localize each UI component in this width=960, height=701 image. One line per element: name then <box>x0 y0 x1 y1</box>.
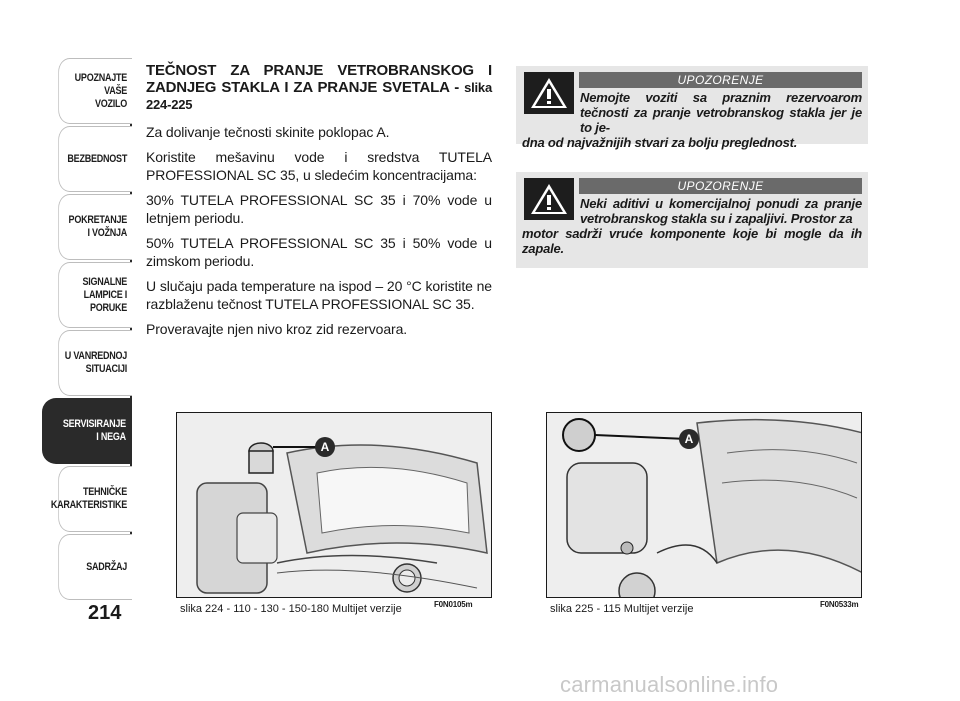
sidebar-item-bezbednost[interactable]: BEZBEDNOST <box>58 126 132 192</box>
warning-header: UPOZORENJE <box>579 178 862 194</box>
sidebar-item-signalne[interactable]: SIGNALNE LAMPICE I PORUKE <box>58 262 132 328</box>
warning-text: Nemojte voziti sa praznim rezervoarom te… <box>522 90 862 150</box>
sidebar-item-upoznajte[interactable]: UPOZNAJTE VAŠE VOZILO <box>58 58 132 124</box>
sidebar-item-servisiranje[interactable]: SERVISIRANJE I NEGA <box>42 398 132 464</box>
paragraph: 30% TUTELA PROFESSIONAL SC 35 i 70% vode… <box>146 192 492 226</box>
paragraph: Proveravajte njen nivo kroz zid rezervoa… <box>146 321 408 337</box>
callout-label: A <box>315 437 335 457</box>
warning-triangle-icon <box>524 72 574 114</box>
sidebar-rail <box>130 58 132 598</box>
figure-caption: slika 225 - 115 Multijet verzije <box>550 603 694 615</box>
warning-box: UPOZORENJE Nemojte voziti sa praznim rez… <box>516 66 868 150</box>
warning-header: UPOZORENJE <box>579 72 862 88</box>
sidebar-item-sadrzaj[interactable]: SADRŽAJ <box>58 534 132 600</box>
sidebar-item-tehnicke[interactable]: TEHNIČKE KARAKTERISTIKE <box>51 466 132 532</box>
paragraph: U slučaju pada temperature na ispod – 20… <box>146 278 492 312</box>
title-figure-ref: slika 224-225 <box>146 80 492 112</box>
sidebar-item-pokretanje[interactable]: POKRETANJE I VOŽNJA <box>58 194 132 260</box>
warning-triangle-icon <box>524 178 574 220</box>
watermark: carmanualsonline.info <box>560 672 779 697</box>
paragraph: 50% TUTELA PROFESSIONAL SC 35 i 50% vode… <box>146 235 492 269</box>
warning-text: Neki aditivi u komercijalnoj ponudi za p… <box>522 196 862 256</box>
figure-224: A <box>176 412 492 598</box>
figure-code: F0N0105m <box>434 600 473 609</box>
sidebar-item-vanrednoj[interactable]: U VANREDNOJ SITUACIJI <box>58 330 132 396</box>
page-number: 214 <box>88 602 122 624</box>
paragraph: Koristite mešavinu vode i sredstva TUTEL… <box>146 149 492 183</box>
figure-code: F0N0533m <box>820 600 859 609</box>
callout-label: A <box>679 429 699 449</box>
paragraph: Za dolivanje tečnosti skinite poklopac A… <box>146 124 390 140</box>
figure-225: A <box>546 412 862 598</box>
engine-bay-illustration <box>547 413 861 597</box>
warning-box: UPOZORENJE Neki aditivi u komercijalnoj … <box>516 172 868 268</box>
engine-bay-illustration <box>177 413 491 597</box>
chapter-sidebar: UPOZNAJTE VAŠE VOZILO BEZBEDNOST POKRETA… <box>42 58 132 600</box>
figure-caption: slika 224 - 110 - 130 - 150-180 Multijet… <box>180 603 402 615</box>
section-title: TEČNOST ZA PRANJE VETROBRANSKOG I ZADNJE… <box>146 62 492 112</box>
main-content: TEČNOST ZA PRANJE VETROBRANSKOG I ZADNJE… <box>146 62 492 345</box>
